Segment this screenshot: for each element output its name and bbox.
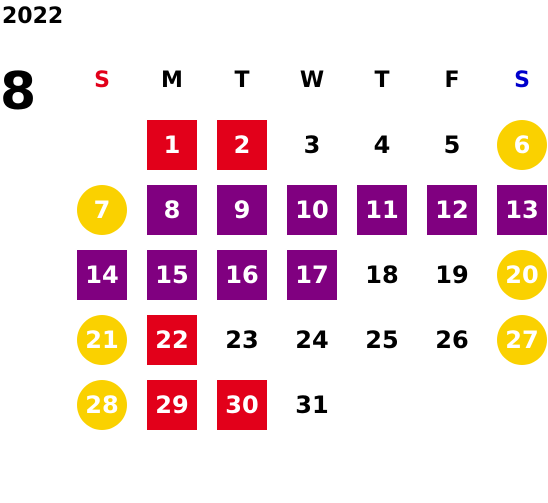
weekday-label: S (514, 68, 530, 93)
day-number[interactable]: 14 (77, 250, 127, 300)
day-number[interactable]: 8 (147, 185, 197, 235)
week-row: 14 15 16 17 18 19 20 (67, 242, 548, 307)
day-number[interactable]: 22 (147, 315, 197, 365)
day-cell-monday: 15 (137, 242, 207, 307)
day-cell-thursday: 18 (347, 242, 417, 307)
day-cell-friday: 26 (417, 307, 487, 372)
day-number[interactable]: 7 (77, 185, 127, 235)
day-number[interactable]: 24 (295, 326, 329, 354)
weekday-header-row: S M T W T F S (67, 50, 548, 112)
weekday-label: F (444, 68, 460, 93)
day-cell-tuesday: 30 (207, 372, 277, 437)
day-cell-monday: 1 (137, 112, 207, 177)
day-cell-saturday: 27 (487, 307, 548, 372)
day-cell-saturday: 6 (487, 112, 548, 177)
day-cell-saturday (487, 372, 548, 437)
weekday-header-sunday: S (67, 50, 137, 112)
day-number[interactable]: 10 (287, 185, 337, 235)
day-number[interactable]: 15 (147, 250, 197, 300)
day-number[interactable]: 25 (365, 326, 399, 354)
day-cell-wednesday: 24 (277, 307, 347, 372)
weekday-label: W (299, 68, 325, 93)
day-cell-monday: 22 (137, 307, 207, 372)
day-number[interactable]: 21 (77, 315, 127, 365)
day-number[interactable]: 29 (147, 380, 197, 430)
day-cell-friday: 5 (417, 112, 487, 177)
day-cell-sunday: 28 (67, 372, 137, 437)
day-cell-thursday: 25 (347, 307, 417, 372)
weekday-header-saturday: S (487, 50, 548, 112)
day-cell-tuesday: 2 (207, 112, 277, 177)
day-number[interactable]: 13 (497, 185, 547, 235)
week-row: 28 29 30 31 (67, 372, 548, 437)
day-cell-wednesday: 3 (277, 112, 347, 177)
day-number[interactable]: 18 (365, 261, 399, 289)
weekday-label: T (234, 68, 250, 93)
day-number[interactable]: 20 (497, 250, 547, 300)
year-label: 2022 (2, 4, 64, 29)
weekday-label: S (94, 68, 110, 93)
day-cell-friday (417, 372, 487, 437)
day-number[interactable]: 23 (225, 326, 259, 354)
weekday-header-tuesday: T (207, 50, 277, 112)
day-number[interactable]: 28 (77, 380, 127, 430)
day-cell-tuesday: 23 (207, 307, 277, 372)
weekday-header-monday: M (137, 50, 207, 112)
day-cell-tuesday: 9 (207, 177, 277, 242)
weekday-label: M (161, 68, 183, 93)
day-cell-friday: 19 (417, 242, 487, 307)
day-number[interactable]: 16 (217, 250, 267, 300)
day-number[interactable]: 26 (435, 326, 469, 354)
day-cell-wednesday: 17 (277, 242, 347, 307)
day-cell-friday: 12 (417, 177, 487, 242)
day-cell-monday: 29 (137, 372, 207, 437)
day-cell-sunday: 21 (67, 307, 137, 372)
weekday-label: T (374, 68, 390, 93)
day-number[interactable]: 6 (497, 120, 547, 170)
day-cell-saturday: 20 (487, 242, 548, 307)
day-number[interactable]: 19 (435, 261, 469, 289)
day-cell-wednesday: 31 (277, 372, 347, 437)
month-number: 8 (0, 62, 37, 122)
day-number[interactable]: 9 (217, 185, 267, 235)
week-row: 21 22 23 24 25 26 27 (67, 307, 548, 372)
day-cell-sunday: 14 (67, 242, 137, 307)
day-number[interactable]: 11 (357, 185, 407, 235)
day-cell-sunday: 7 (67, 177, 137, 242)
weekday-header-friday: F (417, 50, 487, 112)
day-number[interactable]: 27 (497, 315, 547, 365)
day-number[interactable]: 12 (427, 185, 477, 235)
day-number[interactable]: 5 (443, 131, 461, 159)
day-cell-thursday: 11 (347, 177, 417, 242)
weekday-header-wednesday: W (277, 50, 347, 112)
day-number[interactable]: 1 (147, 120, 197, 170)
day-number[interactable]: 31 (295, 391, 329, 419)
day-number[interactable]: 2 (217, 120, 267, 170)
day-number[interactable]: 4 (373, 131, 391, 159)
day-cell-sunday (67, 112, 137, 177)
day-cell-wednesday: 10 (277, 177, 347, 242)
day-number[interactable]: 30 (217, 380, 267, 430)
day-number[interactable]: 3 (303, 131, 321, 159)
day-cell-thursday: 4 (347, 112, 417, 177)
day-cell-monday: 8 (137, 177, 207, 242)
day-number[interactable]: 17 (287, 250, 337, 300)
weekday-header-thursday: T (347, 50, 417, 112)
day-cell-saturday: 13 (487, 177, 548, 242)
day-cell-thursday (347, 372, 417, 437)
day-cell-tuesday: 16 (207, 242, 277, 307)
